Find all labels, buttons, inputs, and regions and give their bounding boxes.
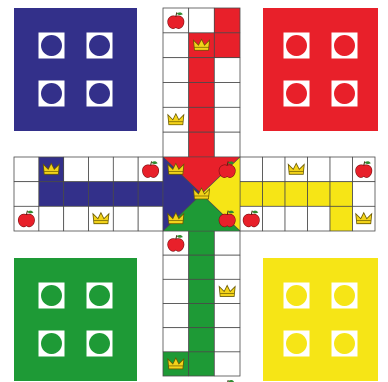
track-cell[interactable] bbox=[214, 132, 240, 157]
home-slot-green-4[interactable] bbox=[87, 331, 113, 357]
home-slot-yellow-2[interactable] bbox=[332, 283, 358, 309]
track-cell[interactable] bbox=[285, 206, 308, 231]
track-cell[interactable] bbox=[163, 279, 189, 303]
track-cell[interactable] bbox=[214, 8, 240, 33]
home-slot-blue-2[interactable] bbox=[87, 33, 113, 59]
track-cell[interactable] bbox=[64, 182, 89, 207]
track-cell[interactable] bbox=[353, 182, 376, 207]
track-cell[interactable] bbox=[214, 107, 240, 132]
track-cell[interactable] bbox=[39, 182, 64, 207]
track-cell[interactable] bbox=[189, 255, 215, 279]
home-slot-blue-3[interactable] bbox=[39, 81, 65, 107]
home-slot-green-1[interactable] bbox=[39, 283, 65, 309]
track-cell[interactable] bbox=[64, 206, 89, 231]
track-cell[interactable] bbox=[189, 279, 215, 303]
track-cell[interactable] bbox=[214, 33, 240, 58]
track-cell[interactable] bbox=[14, 182, 39, 207]
track-cell[interactable] bbox=[214, 83, 240, 108]
track-cell[interactable] bbox=[189, 231, 215, 255]
track-cell[interactable] bbox=[89, 157, 114, 182]
track-top bbox=[163, 8, 240, 157]
track-cell[interactable] bbox=[214, 328, 240, 352]
track-cell[interactable] bbox=[113, 182, 138, 207]
house-green bbox=[14, 258, 137, 381]
home-slot-blue-4[interactable] bbox=[87, 81, 113, 107]
house-yellow bbox=[263, 258, 378, 381]
track-cell[interactable] bbox=[39, 206, 64, 231]
track-cell[interactable] bbox=[163, 255, 189, 279]
track-cell[interactable] bbox=[308, 182, 331, 207]
home-slot-yellow-3[interactable] bbox=[284, 331, 310, 357]
track-cell[interactable] bbox=[138, 206, 163, 231]
track-left bbox=[14, 157, 163, 231]
track-cell[interactable] bbox=[308, 157, 331, 182]
track-cell[interactable] bbox=[240, 182, 263, 207]
house-red bbox=[263, 8, 378, 131]
home-slot-red-4[interactable] bbox=[332, 81, 358, 107]
track-cell[interactable] bbox=[308, 206, 331, 231]
track-cell[interactable] bbox=[14, 157, 39, 182]
track-cell[interactable] bbox=[64, 157, 89, 182]
track-cell[interactable] bbox=[163, 328, 189, 352]
home-slot-red-3[interactable] bbox=[284, 81, 310, 107]
track-cell[interactable] bbox=[214, 231, 240, 255]
home-slot-green-3[interactable] bbox=[39, 331, 65, 357]
track-cell[interactable] bbox=[189, 328, 215, 352]
track-cell[interactable] bbox=[163, 58, 189, 83]
track-cell[interactable] bbox=[263, 182, 286, 207]
home-slot-green-2[interactable] bbox=[87, 283, 113, 309]
track-cell[interactable] bbox=[89, 182, 114, 207]
home-slot-blue-1[interactable] bbox=[39, 33, 65, 59]
track-cell[interactable] bbox=[189, 8, 215, 33]
track-cell[interactable] bbox=[214, 352, 240, 376]
track-cell[interactable] bbox=[214, 58, 240, 83]
track-cell[interactable] bbox=[163, 83, 189, 108]
track-cell[interactable] bbox=[214, 304, 240, 328]
track-cell[interactable] bbox=[189, 352, 215, 376]
home-slot-yellow-1[interactable] bbox=[284, 283, 310, 309]
track-cell[interactable] bbox=[330, 157, 353, 182]
track-cell[interactable] bbox=[189, 83, 215, 108]
home-slot-red-1[interactable] bbox=[284, 33, 310, 59]
track-cell[interactable] bbox=[163, 33, 189, 58]
track-cell[interactable] bbox=[330, 206, 353, 231]
track-cell[interactable] bbox=[189, 304, 215, 328]
track-cell[interactable] bbox=[189, 107, 215, 132]
track-bottom bbox=[163, 231, 240, 376]
track-cell[interactable] bbox=[263, 157, 286, 182]
track-cell[interactable] bbox=[138, 182, 163, 207]
track-cell[interactable] bbox=[240, 157, 263, 182]
track-cell[interactable] bbox=[330, 182, 353, 207]
track-cell[interactable] bbox=[214, 255, 240, 279]
track-cell[interactable] bbox=[285, 182, 308, 207]
home-slot-red-2[interactable] bbox=[332, 33, 358, 59]
home-slot-yellow-4[interactable] bbox=[332, 331, 358, 357]
track-cell[interactable] bbox=[263, 206, 286, 231]
track-cell[interactable] bbox=[163, 304, 189, 328]
track-cell[interactable] bbox=[113, 157, 138, 182]
house-blue bbox=[14, 8, 137, 131]
track-cell[interactable] bbox=[189, 58, 215, 83]
track-cell[interactable] bbox=[163, 132, 189, 157]
track-cell[interactable] bbox=[189, 132, 215, 157]
track-right bbox=[240, 157, 375, 231]
track-cell[interactable] bbox=[113, 206, 138, 231]
